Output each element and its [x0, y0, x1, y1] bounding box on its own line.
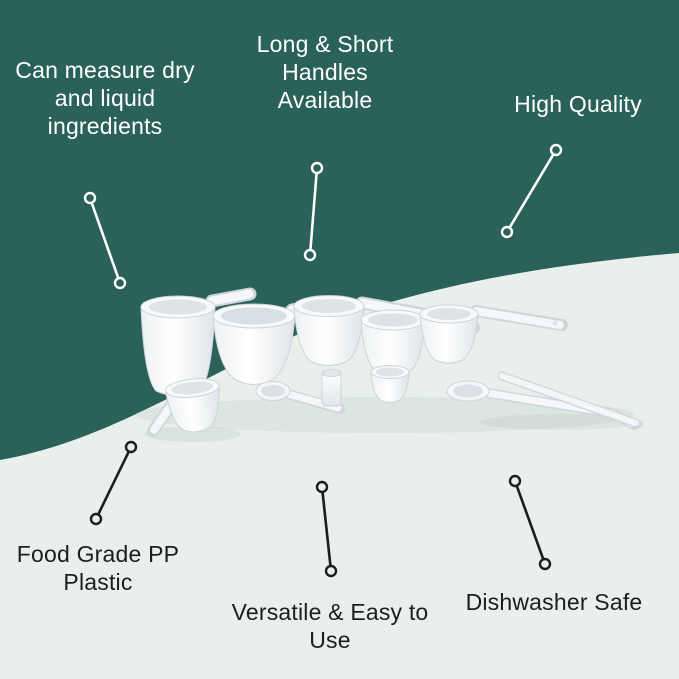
callout-top-center-line-1: Handles [282, 59, 368, 85]
connector-bottom-right [508, 474, 552, 571]
small-cup-2 [370, 365, 410, 403]
callout-bottom-center-line-1: Use [309, 627, 351, 653]
callout-bottom-left-line-0: Food Grade PP [16, 541, 180, 567]
cup-5-handle [470, 305, 568, 331]
callout-top-center-line-2: Available [277, 87, 373, 113]
cup-1-handle [205, 287, 257, 308]
callout-top-left-line-2: ingredients [47, 113, 163, 139]
product-image [140, 287, 643, 437]
callout-top-center-label: Long & Short Handles Available [242, 30, 408, 114]
callout-top-right-label: High Quality [498, 90, 658, 118]
connector-bottom-left [89, 440, 138, 526]
connector-top-center [303, 161, 324, 262]
connector-top-right [500, 143, 563, 239]
cup-5 [419, 304, 479, 364]
cup-3 [293, 295, 365, 366]
product-shadow [135, 397, 640, 442]
callout-top-left-line-0: Can measure dry [15, 57, 195, 83]
callout-bottom-left-line-1: Plastic [63, 569, 133, 595]
callout-bottom-center-line-0: Versatile & Easy to [231, 599, 429, 625]
cup-4 [360, 309, 426, 376]
cup-2 [212, 303, 296, 385]
small-cup-1 [164, 378, 220, 433]
callout-top-left-label: Can measure dry and liquid ingredients [2, 56, 208, 140]
callout-top-right-line-0: High Quality [514, 91, 642, 117]
callout-bottom-right-label: Dishwasher Safe [448, 588, 660, 616]
callout-bottom-left-label: Food Grade PP Plastic [8, 540, 188, 596]
connector-top-left [83, 191, 127, 290]
callout-bottom-right-line-0: Dishwasher Safe [465, 589, 643, 615]
background-bottom-curve [0, 253, 679, 679]
long-handle [497, 371, 643, 429]
callout-top-center-line-0: Long & Short [256, 31, 394, 57]
connector-bottom-center [315, 480, 338, 578]
tiny-measure-cup [321, 369, 342, 407]
callout-bottom-center-label: Versatile & Easy to Use [222, 598, 438, 654]
callout-top-left-line-1: and liquid [54, 85, 156, 111]
